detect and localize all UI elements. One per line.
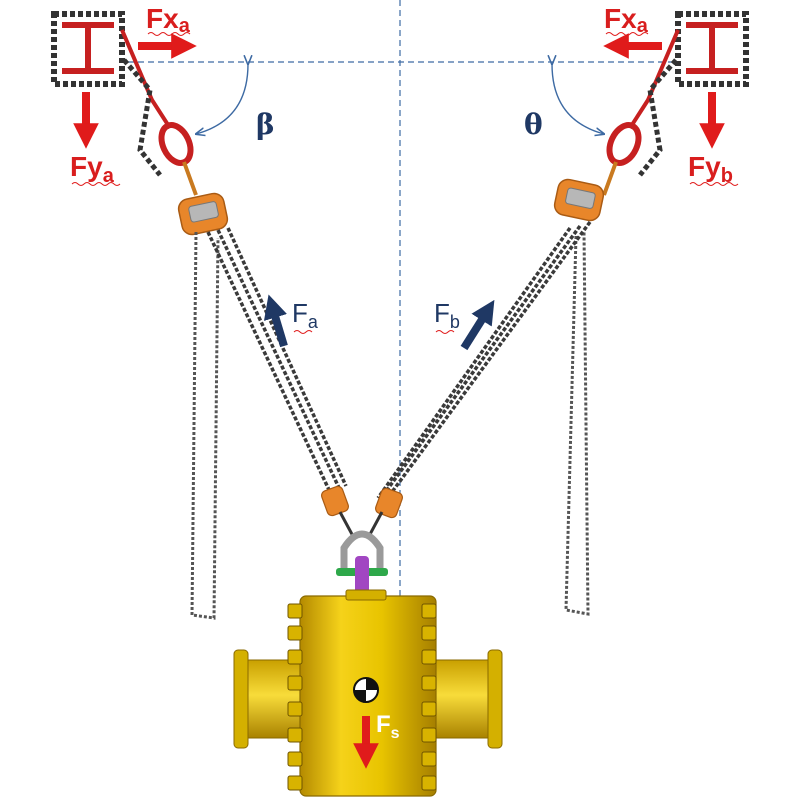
flanged-valve-icon — [233, 589, 503, 797]
right-master-link — [606, 122, 642, 166]
fa-arrow — [263, 294, 288, 348]
fa-underline — [293, 330, 313, 334]
left-beam-chain-wrap — [51, 11, 125, 87]
fyb-underline — [689, 182, 739, 186]
right-beam-sling — [628, 29, 680, 130]
i-beam-icon — [62, 22, 114, 74]
fb-underline — [435, 330, 455, 334]
theta-angle-arc — [552, 64, 604, 134]
left-load-chain — [206, 227, 348, 493]
fya-label: Fya — [70, 151, 115, 187]
center-of-gravity-icon — [353, 677, 379, 703]
fb-arrow — [460, 299, 495, 351]
left-sling-chain — [122, 58, 162, 177]
fxa-left-label: Fxa — [146, 3, 191, 37]
fs-label: Fs — [376, 711, 400, 742]
fxa-left-underline — [147, 32, 191, 36]
beta-angle-arc — [196, 64, 248, 134]
shackle-icon — [336, 530, 388, 594]
left-pipe — [241, 659, 303, 739]
right-flange-bolts — [421, 603, 437, 791]
left-flange-bolts — [287, 603, 303, 791]
right-beam-chain-wrap — [675, 11, 749, 87]
right-pipe — [435, 659, 495, 739]
valve-top-boss — [345, 589, 387, 601]
right-beam-anchor — [628, 11, 749, 177]
right-bottom-hook — [366, 487, 403, 539]
left-beam-sling — [120, 29, 172, 130]
left-hook-link — [182, 161, 198, 196]
left-bottom-hook — [321, 485, 356, 539]
chain-hoist-icon — [553, 178, 605, 222]
left-end-flange — [233, 649, 249, 749]
right-load-chain — [376, 220, 592, 500]
i-beam-icon — [686, 22, 738, 74]
left-beam-anchor — [51, 11, 172, 177]
fb-label: Fb — [434, 298, 460, 332]
right-end-flange — [487, 649, 503, 749]
fa-label: Fa — [292, 298, 319, 332]
theta-label: θ — [524, 108, 543, 141]
beta-label: β — [256, 108, 275, 141]
right-hand-chain — [564, 231, 590, 616]
fya-underline — [71, 182, 121, 186]
fxa-right-label: Fxa — [604, 3, 649, 37]
fyb-label: Fyb — [688, 151, 733, 187]
fxa-right-underline — [605, 32, 649, 36]
reference-lines — [128, 0, 672, 598]
left-master-link — [158, 122, 194, 166]
right-sling-chain — [638, 58, 678, 177]
right-hook-link — [602, 161, 618, 196]
chain-hoist-icon — [177, 192, 229, 236]
left-hand-chain — [190, 231, 220, 620]
